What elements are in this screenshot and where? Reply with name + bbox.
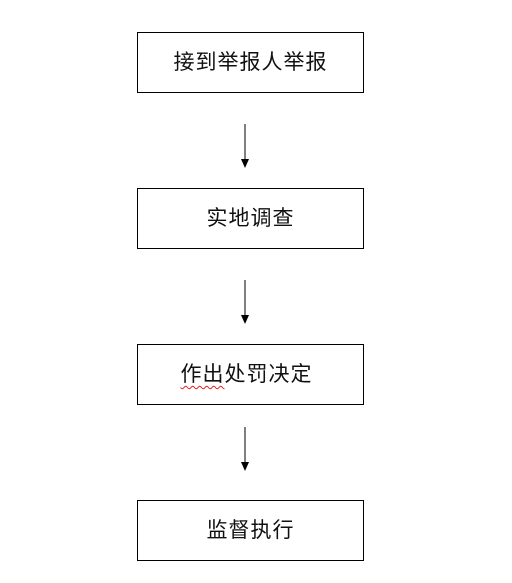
step-box-report: 接到举报人举报	[137, 32, 364, 93]
step-box-investigation: 实地调查	[137, 188, 364, 249]
step-label-decision-rest: 处罚决定	[224, 362, 313, 386]
arrow-down-2	[241, 280, 249, 324]
step-label-report: 接到举报人举报	[173, 50, 328, 74]
spellcheck-underlined-text: 作出	[180, 362, 225, 386]
step-label-investigation: 实地调查	[206, 206, 295, 230]
step-label-decision: 作出处罚决定	[181, 364, 313, 385]
step-box-supervision: 监督执行	[137, 500, 364, 561]
step-box-decision: 作出处罚决定	[137, 344, 364, 405]
arrow-down-3	[241, 427, 249, 471]
arrow-down-1	[241, 124, 249, 168]
step-label-supervision: 监督执行	[206, 518, 295, 542]
